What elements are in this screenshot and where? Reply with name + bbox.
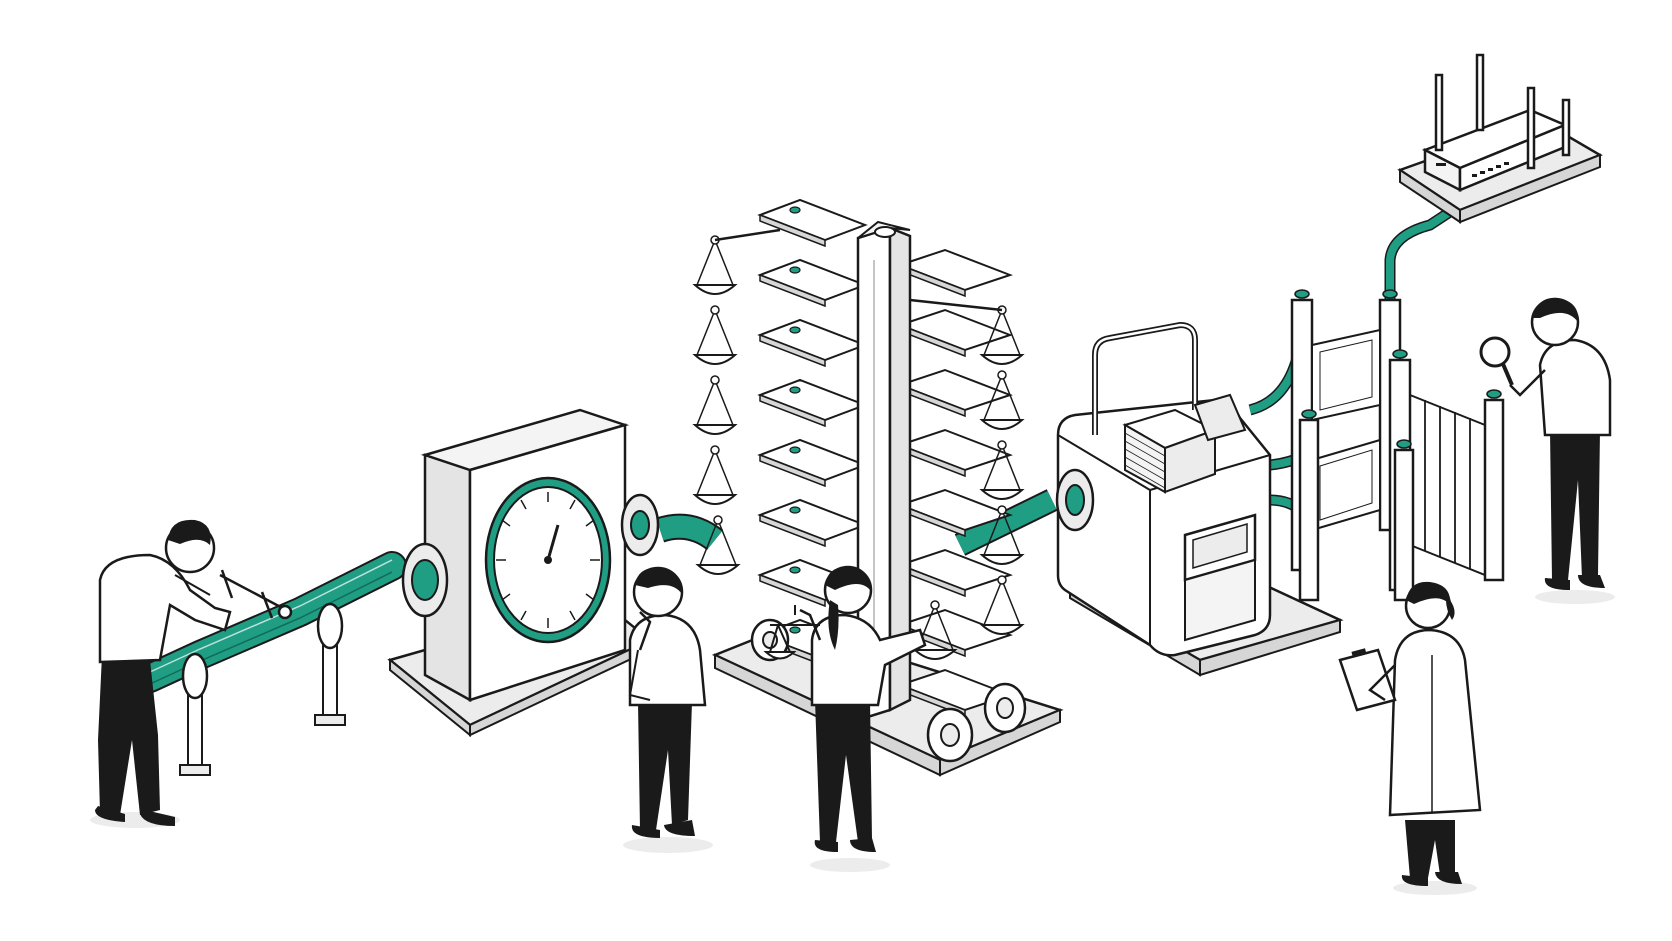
shelf-right bbox=[897, 368, 1013, 412]
person-with-magnifier bbox=[1479, 297, 1615, 604]
shelf-indicator bbox=[789, 386, 801, 394]
balance-pan bbox=[692, 375, 738, 435]
shelf-indicator bbox=[789, 566, 801, 574]
balance-pan bbox=[695, 515, 741, 575]
shelf-right bbox=[897, 248, 1013, 292]
balance-pans bbox=[692, 228, 1025, 660]
shelf-indicator bbox=[789, 266, 801, 274]
shelf-indicator bbox=[789, 206, 801, 214]
paper-stack bbox=[1122, 408, 1218, 494]
woman-weighing bbox=[763, 565, 927, 872]
cable-gauge-to-tower bbox=[655, 513, 724, 551]
gauge-box bbox=[387, 408, 660, 738]
balance-pan bbox=[979, 440, 1025, 500]
cable-tower-to-unit bbox=[954, 489, 1058, 556]
shelf-right bbox=[897, 428, 1013, 472]
balance-pan bbox=[692, 445, 738, 505]
router bbox=[1397, 53, 1603, 224]
tower-wheels bbox=[750, 618, 1027, 763]
shelf-left bbox=[757, 318, 868, 362]
shelf-indicator bbox=[789, 626, 801, 634]
scale-tower bbox=[692, 198, 1064, 777]
shelf-indicator bbox=[789, 326, 801, 334]
router-leds bbox=[1436, 162, 1509, 177]
shelf-indicator bbox=[789, 446, 801, 454]
balance-pan bbox=[692, 305, 738, 365]
gauge-ticks bbox=[496, 492, 600, 628]
balance-pan bbox=[979, 575, 1025, 635]
handheld-scale-icon bbox=[763, 605, 820, 660]
shelf-stack-right bbox=[897, 248, 1013, 718]
balance-pan bbox=[979, 505, 1025, 565]
shelf-left bbox=[757, 258, 868, 302]
person-thinking bbox=[623, 566, 713, 853]
scientist-with-clipboard bbox=[1338, 581, 1482, 895]
cable-gates-to-router bbox=[1384, 195, 1472, 300]
calipers-icon bbox=[219, 569, 293, 620]
balance-pan bbox=[912, 600, 958, 660]
balance-pan bbox=[979, 370, 1025, 430]
router-antennas bbox=[1434, 53, 1571, 170]
shelf-left bbox=[757, 198, 868, 242]
main-cable bbox=[135, 551, 407, 693]
clipboard-icon bbox=[1338, 648, 1397, 712]
shelf-left bbox=[757, 498, 868, 542]
shelf-indicator bbox=[789, 506, 801, 514]
shelf-left bbox=[757, 378, 868, 422]
shelf-left bbox=[757, 438, 868, 482]
cable-stand-left bbox=[179, 652, 211, 776]
gauge-needle bbox=[546, 524, 560, 561]
person-with-calipers bbox=[90, 519, 293, 828]
magnifying-glass-icon bbox=[1479, 336, 1514, 386]
cable-stand-right bbox=[314, 602, 346, 726]
balance-pan bbox=[692, 235, 738, 295]
turnstile-gates bbox=[1290, 289, 1505, 602]
gate-front bbox=[1298, 349, 1505, 602]
processing-unit bbox=[1055, 321, 1344, 677]
